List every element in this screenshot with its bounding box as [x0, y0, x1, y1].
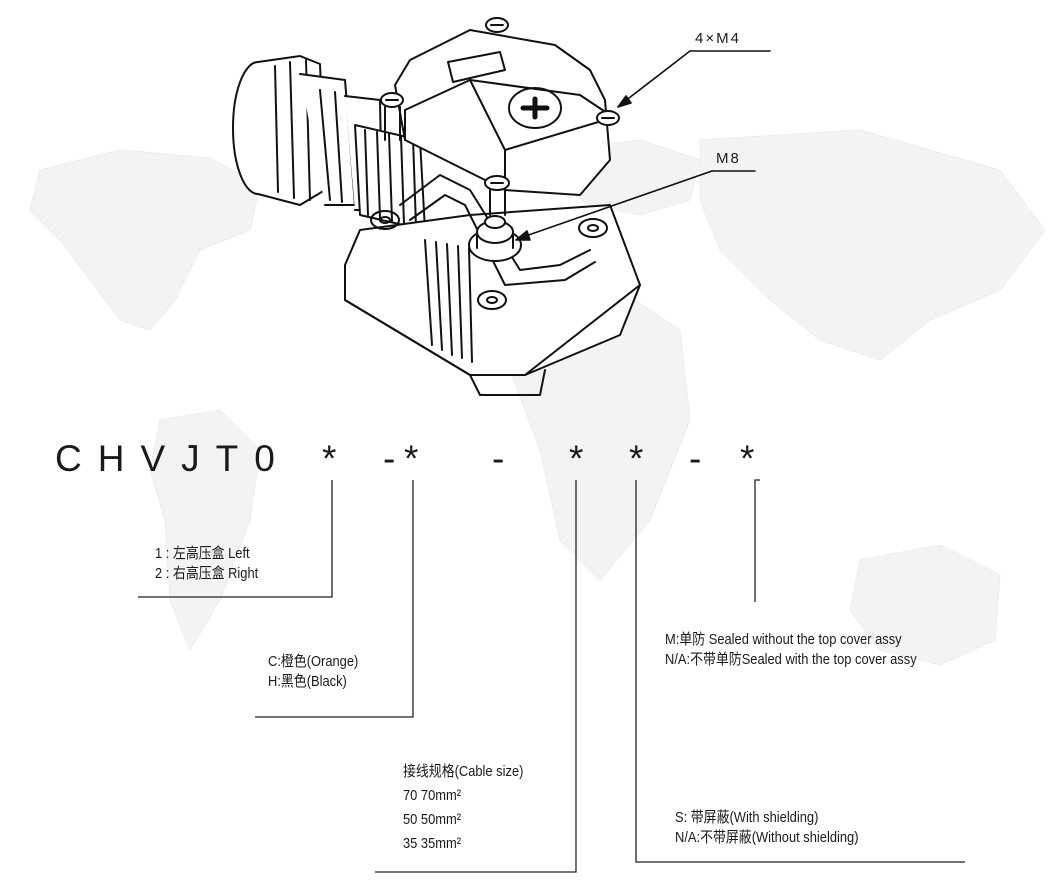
leader-side [138, 480, 333, 598]
option-side-2: 2 : 右高压盒 Right [155, 565, 259, 582]
map-north-america [29, 149, 261, 331]
leader-color [255, 480, 414, 718]
option-cable-title: 接线规格(Cable size) [403, 763, 524, 780]
option-shielding-s: S: 带屏蔽(With shielding) [675, 809, 819, 826]
option-color: C:橙色(Orange) H:黑色(Black) [268, 652, 358, 692]
busbar-stud [399, 174, 596, 286]
callout-m8: M8 [716, 150, 741, 167]
option-cable-70: 70 70mm² [403, 787, 462, 804]
map-asia [699, 129, 1046, 361]
option-color-h: H:黑色(Black) [268, 673, 347, 690]
option-seal: M:单防 Sealed without the top cover assy N… [665, 630, 917, 670]
leader-seal [754, 479, 760, 602]
option-side: 1 : 左高压盒 Left 2 : 右高压盒 Right [155, 544, 258, 584]
top-cover [394, 29, 611, 196]
pn-dash-1: - [383, 438, 396, 479]
pn-side-code: * [322, 438, 337, 479]
option-shielding-na: N/A:不带屏蔽(Without shielding) [675, 829, 859, 846]
leader-cable [375, 480, 577, 873]
pn-dash-3: - [689, 438, 702, 479]
part-number-prefix: CHVJT0 [55, 438, 291, 479]
option-seal-na: N/A:不带单防Sealed with the top cover assy [665, 651, 917, 668]
housing-fins [354, 124, 426, 231]
option-side-1: 1 : 左高压盒 Left [155, 545, 250, 562]
pn-dash-2: - [492, 438, 505, 479]
map-south-america [149, 409, 261, 652]
pn-cable-code: * [569, 438, 584, 479]
leader-shielding [635, 480, 965, 863]
cover-screws [380, 17, 620, 216]
option-seal-m: M:单防 Sealed without the top cover assy [665, 631, 902, 648]
callout-4xm4: 4×M4 [695, 30, 741, 47]
option-cable-50: 50 50mm² [403, 811, 462, 828]
map-australia [849, 544, 1001, 666]
option-cable: 接线规格(Cable size) 70 70mm² 50 50mm² 35 35… [403, 760, 523, 856]
base-housing [344, 204, 641, 396]
pn-shield-code: * [629, 438, 644, 479]
pn-color-code: * [404, 438, 419, 479]
option-cable-35: 35 35mm² [403, 835, 462, 852]
pn-seal-code: * [740, 438, 755, 479]
callout-leaders [515, 50, 771, 241]
option-shielding: S: 带屏蔽(With shielding) N/A:不带屏蔽(Without … [675, 808, 859, 848]
option-color-c: C:橙色(Orange) [268, 653, 359, 670]
